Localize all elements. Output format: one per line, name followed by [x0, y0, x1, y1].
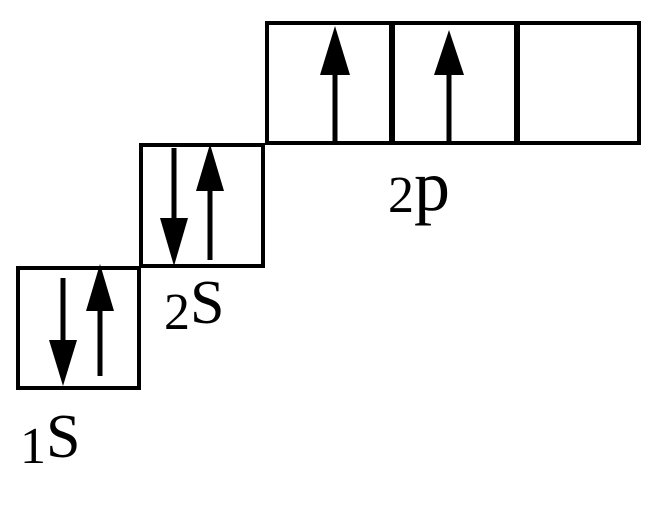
orbital-box-2p-2	[391, 21, 518, 145]
orbital-label-2p: 2p	[388, 146, 450, 226]
electron-up-arrow	[434, 30, 464, 141]
orbital-label-1s: 1S	[20, 403, 80, 475]
orbital-label-letter: S	[190, 269, 224, 337]
electron-down-arrow	[160, 148, 188, 266]
orbital-label-2s: 2S	[164, 269, 224, 341]
orbital-box-1s	[16, 266, 141, 390]
orbital-label-number: 2	[388, 167, 414, 224]
orbital-box-2p-3	[516, 21, 641, 145]
electron-up-arrow	[320, 26, 350, 141]
orbital-box-2s	[139, 143, 265, 268]
orbital-2p: 2p	[265, 21, 641, 226]
orbital-label-letter: p	[414, 146, 450, 226]
orbital-label-letter: S	[46, 403, 80, 471]
orbital-box-2p-1	[265, 21, 393, 145]
electron-down-arrow	[49, 278, 77, 386]
electron-up-arrow	[86, 264, 114, 376]
orbital-label-number: 1	[20, 418, 46, 475]
orbital-1s: 1S	[16, 264, 141, 475]
orbital-label-number: 2	[164, 284, 190, 341]
orbital-2s: 2S	[139, 143, 265, 341]
electron-up-arrow	[196, 144, 224, 260]
